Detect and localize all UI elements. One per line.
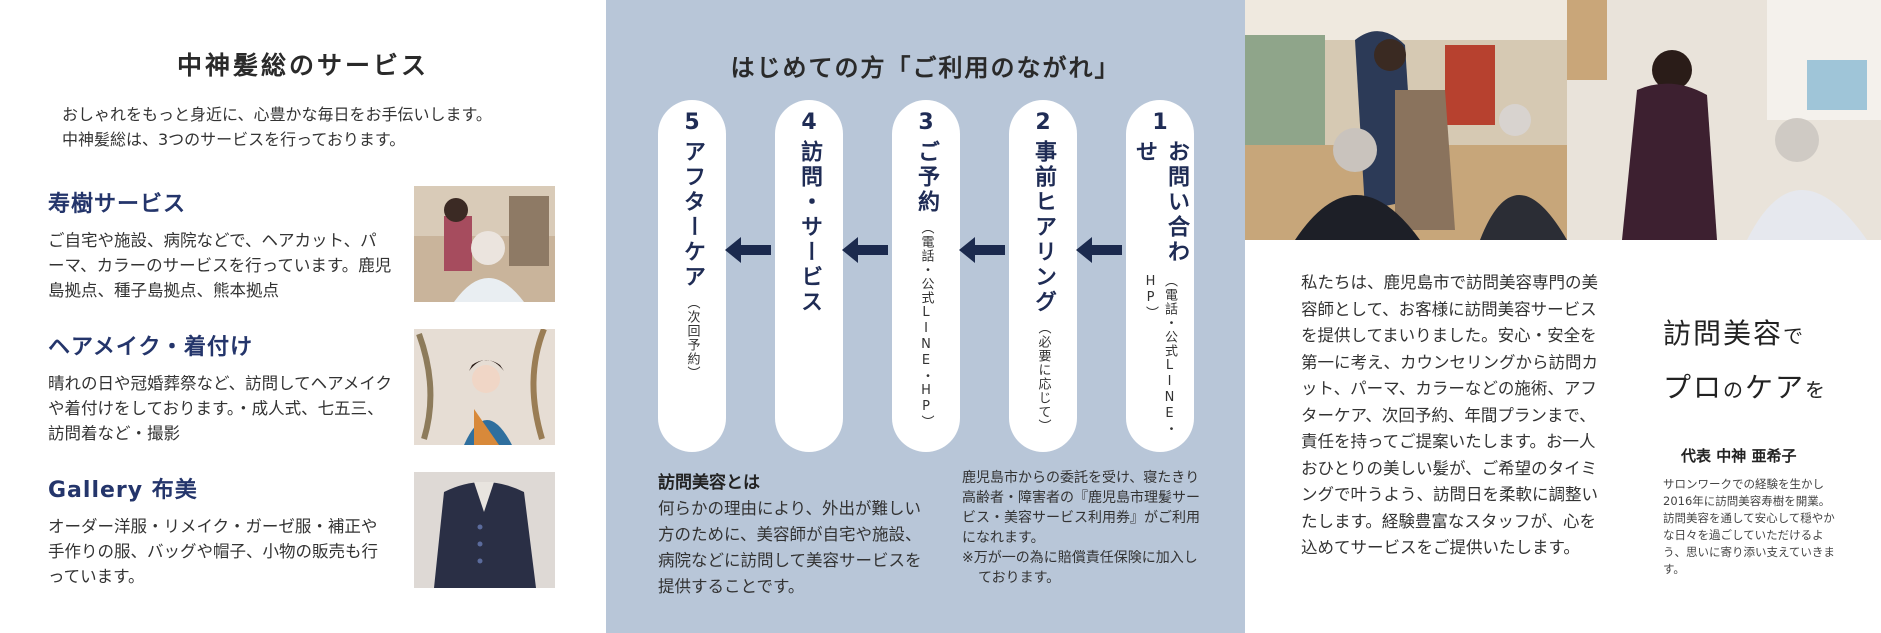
about-panel: 私たちは、鹿児島市で訪問美容専門の美容師として、お客様に訪問美容サービスを提供し…: [1245, 0, 1881, 633]
catch-line-2: プロのケアを: [1663, 362, 1827, 416]
catch-care: ケア: [1745, 371, 1806, 404]
service-name: ヘアメイク・着付け: [48, 335, 254, 360]
catch-pro: プロ: [1663, 371, 1724, 404]
step-1: 1 お問い合わせ （電話・公式LINE・HP）: [1126, 100, 1194, 452]
catch-particle: を: [1805, 378, 1828, 402]
about-body: 何らかの理由により、外出が難しい方のために、美容師が自宅や施設、病院などに訪問し…: [658, 499, 922, 596]
flow-title: はじめての方「ご利用のながれ」: [730, 53, 1121, 82]
photo-haircut-home: [1567, 0, 1881, 240]
note-insurance: ※万が一の為に賠償責任保険に加入しております。: [962, 550, 1198, 586]
note-city-voucher: 鹿児島市からの委託を受け、寝たきり高齢者・障害者の『鹿児島市理髪サービス・美容サ…: [962, 470, 1200, 546]
service-juki: 寿樹サービス ご自宅や施設、病院などで、ヘアカット、パーマ、カラーのサービスを行…: [48, 186, 568, 304]
catch-line-1: 訪問美容で: [1663, 308, 1827, 362]
step-sub: （電話・公式LINE・HP）: [918, 221, 934, 429]
services-title: 中神髪総のサービス: [176, 51, 429, 80]
photo-gallery-jacket: [414, 472, 555, 588]
step-label: 訪問・サービス: [797, 140, 822, 315]
step-number: 1: [1152, 110, 1168, 135]
service-name: Gallery 布美: [48, 478, 198, 503]
step-label: アフターケア: [680, 140, 705, 290]
arrow-left-icon: [959, 237, 1005, 263]
arrow-left-icon: [725, 237, 771, 263]
step-number: 3: [918, 110, 934, 135]
service-name: 寿樹サービス: [48, 192, 187, 217]
representative-name: 代表 中神 亜希子: [1681, 447, 1797, 465]
step-3: 3 ご予約 （電話・公式LINE・HP）: [892, 100, 960, 452]
arrow-left-icon: [1076, 237, 1122, 263]
flow-panel: はじめての方「ご利用のながれ」 1 お問い合わせ （電話・公式LINE・HP） …: [606, 0, 1245, 633]
about-heading: 訪問美容とは: [658, 473, 760, 493]
step-number: 5: [684, 110, 700, 135]
photo-haircut-facility: [1245, 0, 1567, 240]
catch-copy: 訪問美容で プロのケアを: [1663, 308, 1827, 416]
step-sub: （必要に応じて）: [1035, 321, 1051, 433]
intro-line-2: 中神髪総は、3つのサービスを行っております。: [62, 130, 406, 149]
services-panel: 中神髪総のサービス おしゃれをもっと身近に、心豊かな毎日をお手伝いします。 中神…: [0, 0, 606, 633]
step-sub: （電話・公式LINE・HP）: [1143, 274, 1177, 437]
step-label: 事前ヒアリング: [1031, 140, 1056, 315]
service-desc: 晴れの日や冠婚葬祭など、訪問してヘアメイクや着付けをしております。・成人式、七五…: [48, 374, 393, 443]
step-sub: （次回予約）: [684, 296, 700, 380]
services-intro: おしゃれをもっと身近に、心豊かな毎日をお手伝いします。 中神髪総は、3つのサービ…: [62, 102, 492, 152]
step-4: 4 訪問・サービス: [775, 100, 843, 452]
service-desc: ご自宅や施設、病院などで、ヘアカット、パーマ、カラーのサービスを行っています。鹿…: [48, 231, 392, 300]
photo-hair-makeup: [414, 329, 555, 445]
service-desc: オーダー洋服・リメイク・ガーゼ服・補正や手作りの服、バッグや帽子、小物の販売も行…: [48, 517, 378, 586]
service-gallery: Gallery 布美 オーダー洋服・リメイク・ガーゼ服・補正や手作りの服、バッグ…: [48, 472, 568, 590]
catch-particle: で: [1783, 324, 1806, 348]
step-number: 2: [1035, 110, 1051, 135]
catch-particle: の: [1723, 378, 1746, 402]
service-note: 鹿児島市からの委託を受け、寝たきり高齢者・障害者の『鹿児島市理髪サービス・美容サ…: [962, 468, 1207, 588]
step-number: 4: [801, 110, 817, 135]
step-5: 5 アフターケア （次回予約）: [658, 100, 726, 452]
step-label: ご予約: [914, 140, 939, 215]
intro-line-1: おしゃれをもっと身近に、心豊かな毎日をお手伝いします。: [62, 105, 492, 124]
photo-juki-service: [414, 186, 555, 302]
catch-main: 訪問美容: [1663, 317, 1784, 350]
step-2: 2 事前ヒアリング （必要に応じて）: [1009, 100, 1077, 452]
representative-desc: サロンワークでの経験を生かし2016年に訪問美容寿樹を開業。訪問美容を通して安心…: [1663, 477, 1835, 576]
arrow-left-icon: [842, 237, 888, 263]
about-visit-beauty: 訪問美容とは 何らかの理由により、外出が難しい方のために、美容師が自宅や施設、病…: [658, 468, 928, 600]
step-label: お問い合わせ: [1132, 140, 1189, 265]
about-body-text: 私たちは、鹿児島市で訪問美容専門の美容師として、お客様に訪問美容サービスを提供し…: [1301, 273, 1598, 557]
service-hairmake: ヘアメイク・着付け 晴れの日や冠婚葬祭など、訪問してヘアメイクや着付けをしており…: [48, 329, 568, 447]
